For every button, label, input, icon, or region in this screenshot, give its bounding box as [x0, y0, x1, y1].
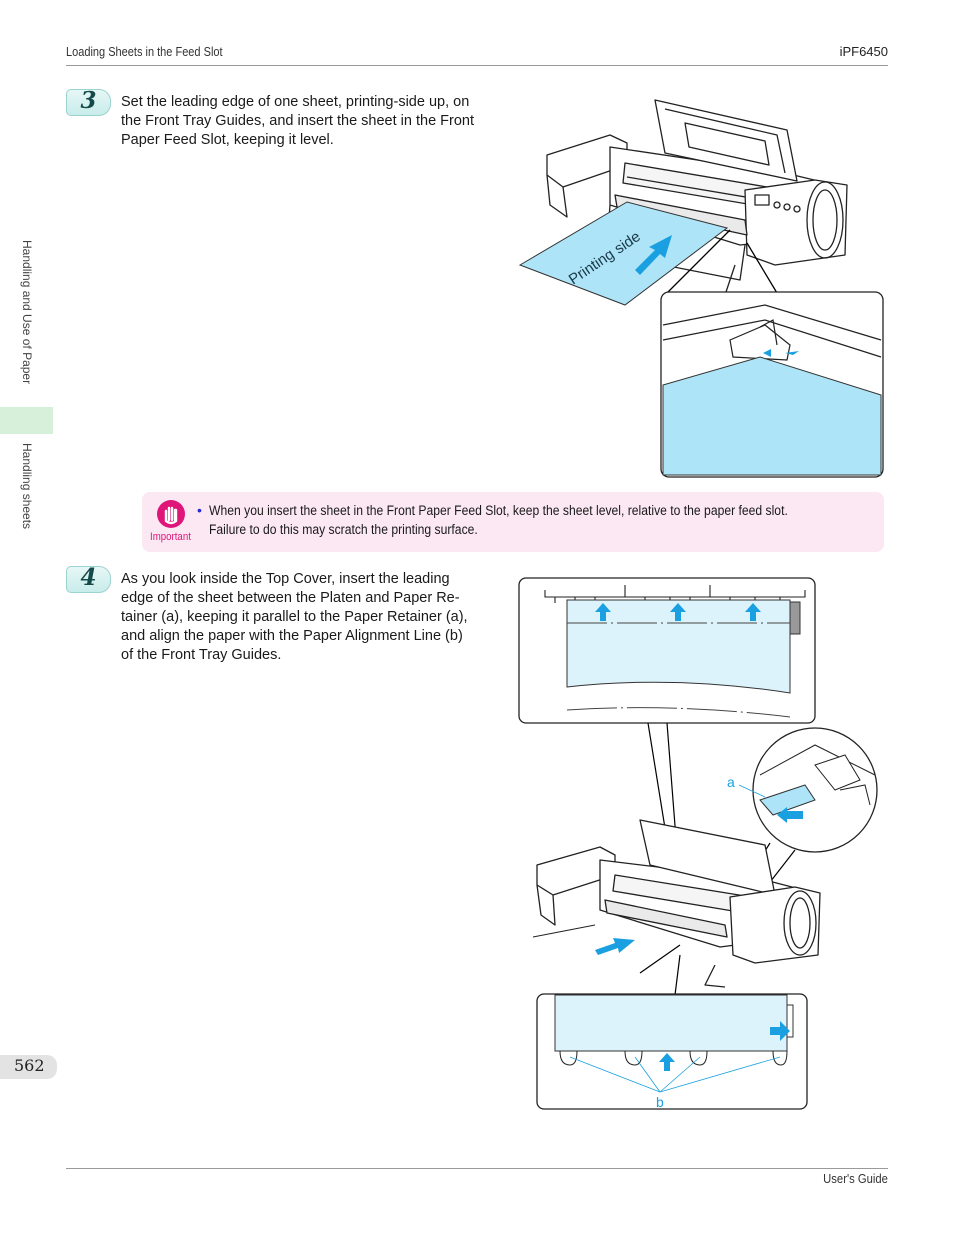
step-3-badge: 3	[66, 87, 111, 116]
step-3-line: Paper Feed Slot, keeping it level.	[121, 132, 334, 148]
step-4-line: and align the paper with the Paper Align…	[121, 628, 463, 644]
sidebar-section: Handling sheets	[20, 443, 34, 530]
running-header-title: Loading Sheets in the Feed Slot	[66, 45, 223, 59]
step-4-line: tainer (a), keeping it parallel to the P…	[121, 609, 468, 625]
important-text: When you insert the sheet in the Front P…	[209, 503, 788, 537]
step-4-number: 4	[80, 564, 97, 591]
label-a: a	[727, 774, 735, 790]
sidebar-chapter: Handling and Use of Paper	[20, 240, 34, 385]
important-label: Important	[150, 531, 191, 543]
footer-guide-name: User's Guide	[823, 1172, 888, 1186]
figure-printer-front-feed: Printing side	[518, 99, 884, 478]
step-3-line: Set the leading edge of one sheet, print…	[121, 94, 470, 110]
important-note	[142, 492, 884, 552]
step-4-line: As you look inside the Top Cover, insert…	[121, 571, 450, 587]
step-3-number: 3	[80, 87, 97, 114]
important-hand-icon	[157, 500, 185, 528]
step-4-line: edge of the sheet between the Platen and…	[121, 590, 460, 606]
page-number: 562	[14, 1056, 45, 1075]
step-3-text: Set the leading edge of one sheet, print…	[121, 93, 511, 150]
label-b: b	[656, 1094, 664, 1110]
step-4-badge: 4	[66, 564, 111, 593]
page-number-badge	[0, 1055, 57, 1079]
step-4-text: As you look inside the Top Cover, insert…	[121, 570, 506, 665]
step-3-line: the Front Tray Guides, and insert the sh…	[121, 113, 475, 129]
running-header-model: iPF6450	[839, 44, 888, 59]
chapter-tab	[0, 407, 53, 434]
important-bullet: •	[197, 502, 202, 518]
step-4-line: of the Front Tray Guides.	[121, 647, 282, 663]
footer-rule	[66, 1168, 888, 1169]
header-rule	[66, 65, 888, 66]
figure-paper-retainer-alignment: a b	[518, 577, 878, 1110]
